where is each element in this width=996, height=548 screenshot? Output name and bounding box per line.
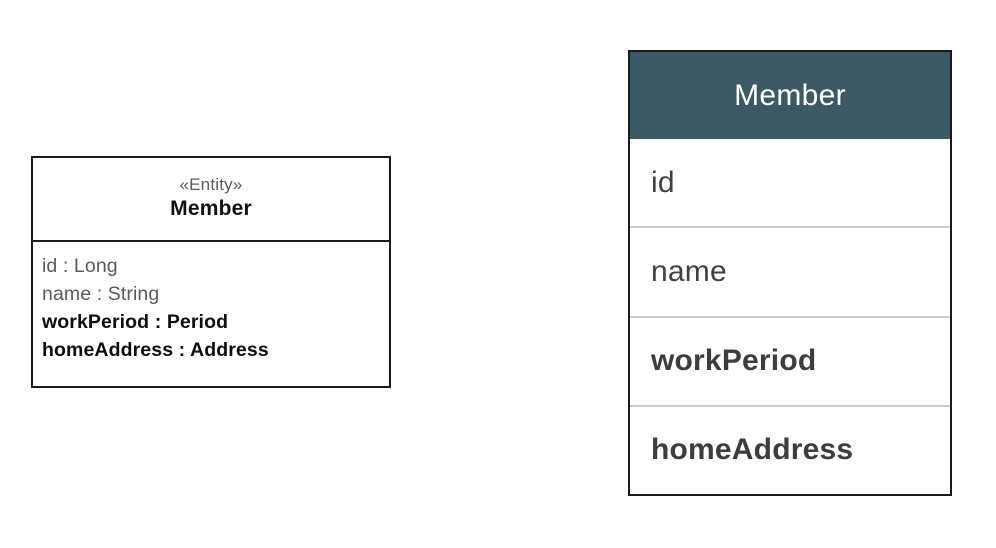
- table-row: name: [630, 226, 950, 315]
- uml-stereotype-label: «Entity»: [179, 175, 243, 194]
- table-body: id name workPeriod homeAddress: [630, 139, 950, 494]
- table-row: workPeriod: [630, 315, 950, 405]
- table-row: id: [630, 139, 950, 226]
- member-table: Member id name workPeriod homeAddress: [628, 50, 952, 496]
- uml-class-name: Member: [170, 197, 252, 220]
- uml-attribute-row: id : Long: [42, 255, 118, 277]
- uml-header-compartment: «Entity» Member: [33, 158, 389, 242]
- uml-class-box: «Entity» Member id : Long name : String …: [31, 156, 391, 388]
- table-cell-label: homeAddress: [651, 433, 854, 467]
- table-header: Member: [630, 52, 950, 139]
- table-cell-label: workPeriod: [651, 344, 817, 378]
- uml-attributes-compartment: id : Long name : String workPeriod : Per…: [33, 242, 389, 386]
- uml-attribute-row: homeAddress : Address: [42, 339, 269, 361]
- table-cell-label: name: [651, 254, 727, 288]
- table-header-title: Member: [734, 78, 846, 112]
- table-row: homeAddress: [630, 404, 950, 494]
- uml-attribute-row: workPeriod : Period: [42, 311, 229, 333]
- uml-attribute-row: name : String: [42, 283, 160, 305]
- table-cell-label: id: [651, 165, 675, 199]
